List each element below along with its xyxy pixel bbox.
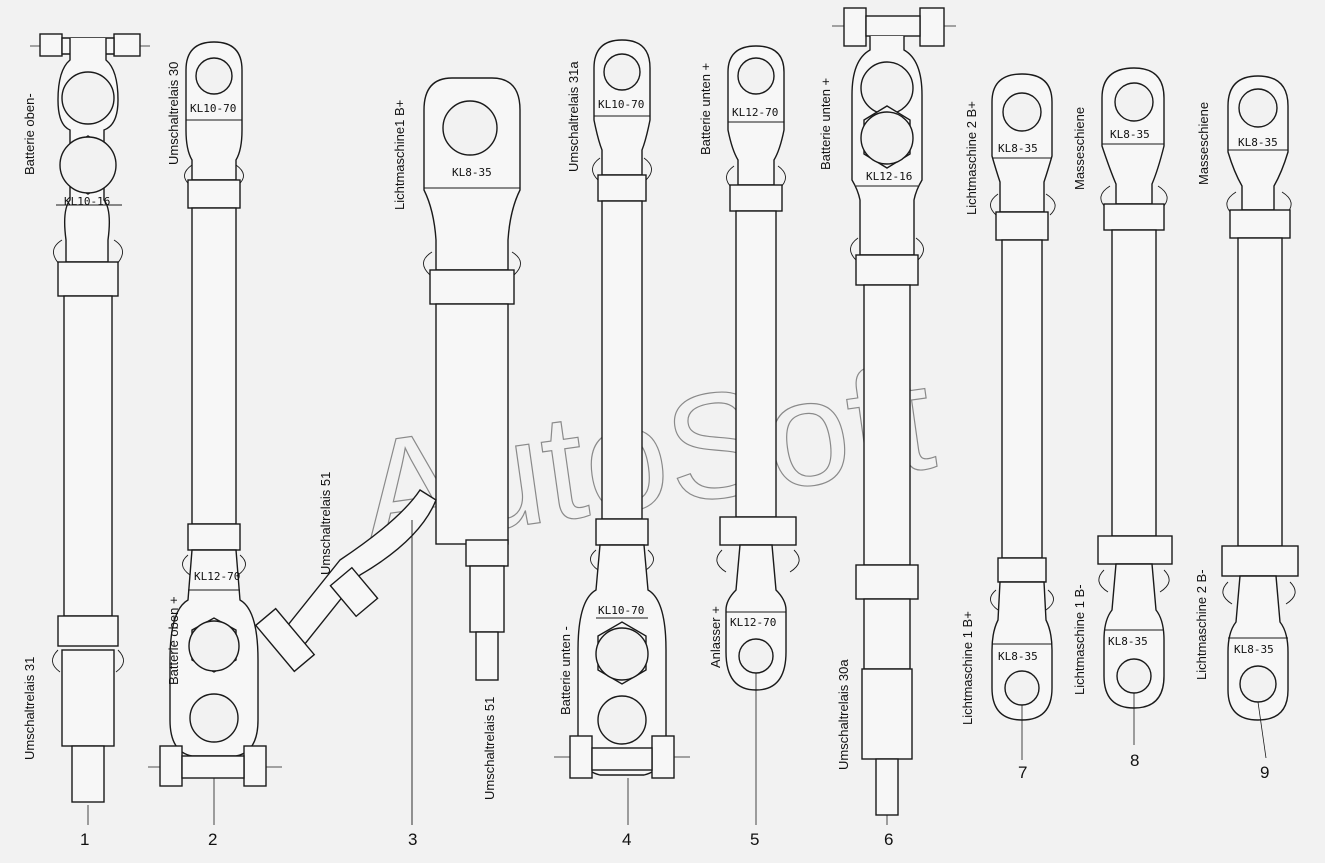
label-top: Masseschiene	[1196, 102, 1211, 185]
callout-number: 2	[208, 830, 217, 849]
callout-number: 1	[80, 830, 89, 849]
terminal-code: KL8-35	[452, 166, 492, 179]
cable-part-3: KL8-35 Lichtmaschine1 B+ Umschaltrelais …	[254, 77, 521, 849]
label-middle: Umschaltrelais 51	[318, 472, 333, 575]
terminal-code: KL8-35	[1234, 643, 1274, 656]
callout-number: 9	[1260, 763, 1269, 782]
label-top: Lichtmaschine 2 B+	[964, 101, 979, 215]
label-top: Batterie oben-	[22, 93, 37, 175]
label-top: Umschaltrelais 31a	[566, 61, 581, 172]
callout-number: 5	[750, 830, 759, 849]
cable-part-7: KL8-35 KL8-35 Lichtmaschine 2 B+ Lichtma…	[960, 73, 1056, 782]
terminal-code: KL10-70	[598, 98, 644, 111]
callout-number: 6	[884, 830, 893, 849]
label-top: Masseschiene	[1072, 107, 1087, 190]
terminal-code: KL8-35	[1110, 128, 1150, 141]
label-bottom: Umschaltrelais 51	[482, 697, 497, 800]
terminal-code: KL12-70	[732, 106, 778, 119]
terminal-code: KL12-70	[730, 616, 776, 629]
label-top: Umschaltrelais 30	[166, 62, 181, 165]
terminal-code: KL8-35	[1238, 136, 1278, 149]
terminal-code: KL12-16	[866, 170, 912, 183]
callout-number: 8	[1130, 751, 1139, 770]
terminal-code: KL10-70	[190, 102, 236, 115]
terminal-code: KL8-35	[998, 650, 1038, 663]
label-bottom: Lichtmaschine 2 B-	[1194, 569, 1209, 680]
terminal-code: KL12-70	[194, 570, 240, 583]
cable-part-1: KL10-16 Batterie oben- Umschaltrelais 31…	[22, 33, 150, 849]
label-bottom: Batterie oben +	[166, 596, 181, 685]
terminal-code: KL8-35	[1108, 635, 1148, 648]
terminal-code: KL10-16	[64, 195, 110, 208]
callout-number: 4	[622, 830, 631, 849]
cable-part-8: KL8-35 KL8-35 Masseschiene Lichtmaschine…	[1072, 67, 1173, 770]
cable-part-5: KL12-70 KL12-70 Batterie unten + Anlasse…	[698, 45, 800, 849]
label-bottom: Lichtmaschine 1 B+	[960, 611, 975, 725]
label-top: Lichtmaschine1 B+	[392, 100, 407, 210]
cable-part-2: KL10-70 KL12-70 Umschaltrelais 30 Batter…	[148, 41, 282, 849]
cable-part-9: KL8-35 KL8-35 Masseschiene Lichtmaschine…	[1194, 75, 1299, 782]
label-bottom: Lichtmaschine 1 B-	[1072, 584, 1087, 695]
label-bottom: Anlasser +	[708, 606, 723, 668]
label-top: Batterie unten +	[818, 78, 833, 170]
callout-number: 3	[408, 830, 417, 849]
callout-number: 7	[1018, 763, 1027, 782]
label-bottom: Batterie unten -	[558, 626, 573, 715]
label-top: Batterie unten +	[698, 63, 713, 155]
label-bottom: Umschaltrelais 30a	[836, 659, 851, 770]
cable-part-6: KL12-16 Batterie unten + Umschaltrelais …	[818, 7, 956, 849]
cable-part-4: KL10-70 KL10-70 Umschaltrelais 31a Batte…	[554, 39, 690, 849]
label-bottom: Umschaltrelais 31	[22, 657, 37, 760]
terminal-code: KL8-35	[998, 142, 1038, 155]
terminal-code: KL10-70	[598, 604, 644, 617]
